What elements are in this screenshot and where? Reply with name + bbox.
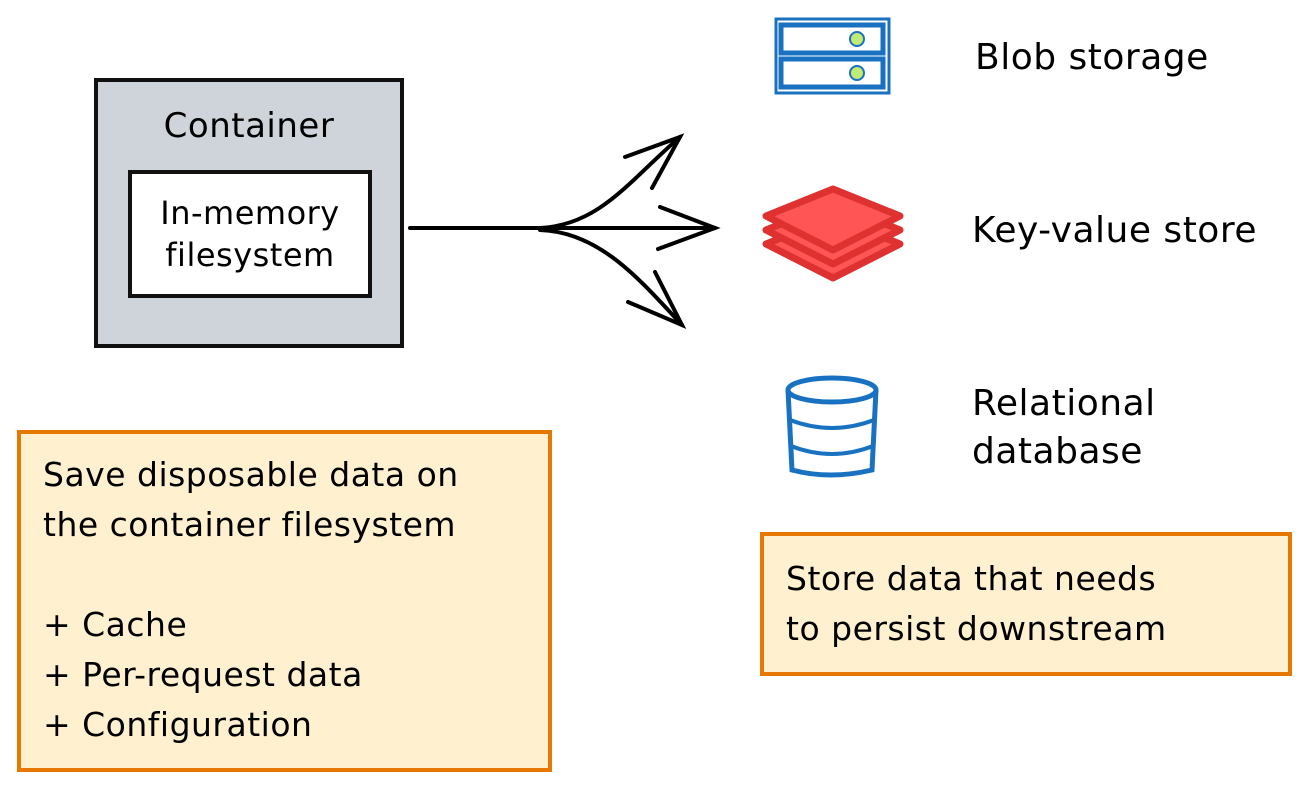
relational-database-label-line2: database — [972, 431, 1143, 472]
arrow-upper-curve — [538, 135, 682, 230]
in-memory-filesystem-box: In-memory filesystem — [128, 170, 372, 298]
filesystem-label-line1: In-memory — [160, 194, 340, 232]
disposable-data-note: Save disposable data on the container fi… — [17, 430, 552, 772]
note-line-1: Save disposable data on — [43, 455, 459, 494]
persist-data-note: Store data that needs to persist downstr… — [760, 532, 1292, 676]
note-line-1: Store data that needs — [786, 559, 1157, 598]
blob-storage-icon — [774, 17, 891, 95]
database-cylinder-icon — [785, 375, 879, 478]
key-value-stack-icon — [762, 185, 904, 282]
note-item-per-request-data: + Per-request data — [43, 655, 363, 694]
note-line-2: the container filesystem — [43, 505, 457, 544]
container-box: Container In-memory filesystem — [94, 78, 404, 348]
relational-database-label: Relational database — [972, 380, 1156, 476]
arrow-upper-head — [623, 133, 685, 190]
blob-storage-label: Blob storage — [975, 37, 1209, 78]
note-item-configuration: + Configuration — [43, 705, 313, 744]
filesystem-label-line2: filesystem — [165, 236, 335, 274]
note-spacer — [43, 550, 526, 600]
note-item-cache: + Cache — [43, 605, 188, 644]
arrow-lower-head — [626, 270, 687, 329]
key-value-store-label: Key-value store — [972, 210, 1257, 251]
relational-database-label-line1: Relational — [972, 383, 1156, 424]
arrow-lower-curve — [538, 228, 684, 327]
container-title: Container — [163, 106, 335, 146]
arrow-middle-head — [656, 205, 721, 251]
note-line-2: to persist downstream — [786, 609, 1167, 648]
